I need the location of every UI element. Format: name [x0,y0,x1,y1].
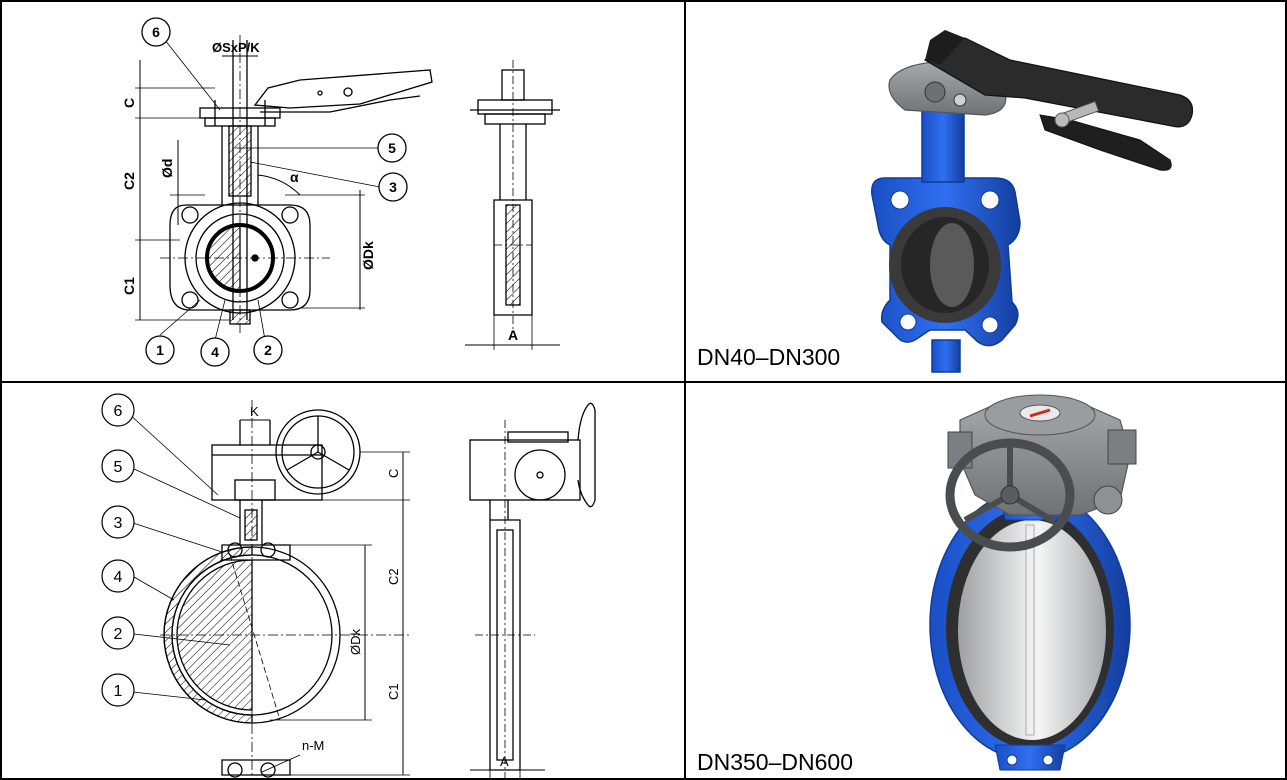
callout-5: 5 [388,140,396,156]
callout-3: 3 [114,515,123,532]
dim-c: C [121,98,137,108]
caption-small-range: DN40–DN300 [697,344,840,370]
callout-circle [101,393,135,427]
bottom-left-callouts [101,393,135,707]
callout-circle [377,133,407,163]
callout-circle [200,337,230,367]
callout-2: 2 [114,626,123,643]
callout-4: 4 [114,569,123,586]
dim-alpha: α [290,169,299,185]
dim-c1: C1 [121,277,137,295]
caption-large-range: DN350–DN600 [697,749,853,775]
dim-c2: C2 [121,172,137,190]
gear-valve-drawing [127,400,410,778]
top-left-callouts [141,17,408,367]
callout-6: 6 [114,403,123,420]
callout-2: 2 [264,342,272,358]
lever-valve-render [871,30,1194,373]
callout-circle [101,449,135,483]
callout-4: 4 [211,344,219,360]
gear-valve-render [929,394,1137,771]
callout-6: 6 [152,24,160,40]
dim-k: K [250,404,259,419]
top-left-labels: 6 5 3 1 4 2 ØSxP/K C C2 C1 Ød α ØDk A [121,24,518,360]
dim-a: A [508,327,518,343]
callout-circle [101,673,135,707]
callout-circle [378,172,408,202]
callout-circle [253,335,283,365]
dim-c2: C2 [386,568,401,585]
callout-circle [141,17,171,47]
dim-c: C [386,469,401,478]
callout-3: 3 [389,179,397,195]
bottom-left-labels: 6 5 3 4 2 1 K C C2 C1 ØDk n-M A [114,403,509,769]
dim-dk: ØDk [348,629,363,656]
dim-c1: C1 [386,683,401,700]
callout-1: 1 [114,683,123,700]
lever-valve-side-view [465,60,560,350]
callout-circle [145,335,175,365]
dim-nm: n-M [302,738,324,753]
dim-a: A [500,754,509,769]
dim-d: Ød [159,159,175,178]
callout-5: 5 [114,459,123,476]
lever-valve-drawing [135,35,433,341]
gear-valve-side-view [469,402,596,778]
callout-circle [101,616,135,650]
callout-1: 1 [156,342,164,358]
dim-shaft: ØSxP/K [212,40,260,55]
dim-dk: ØDk [360,241,376,270]
callout-circle [101,505,135,539]
callout-circle [101,559,135,593]
